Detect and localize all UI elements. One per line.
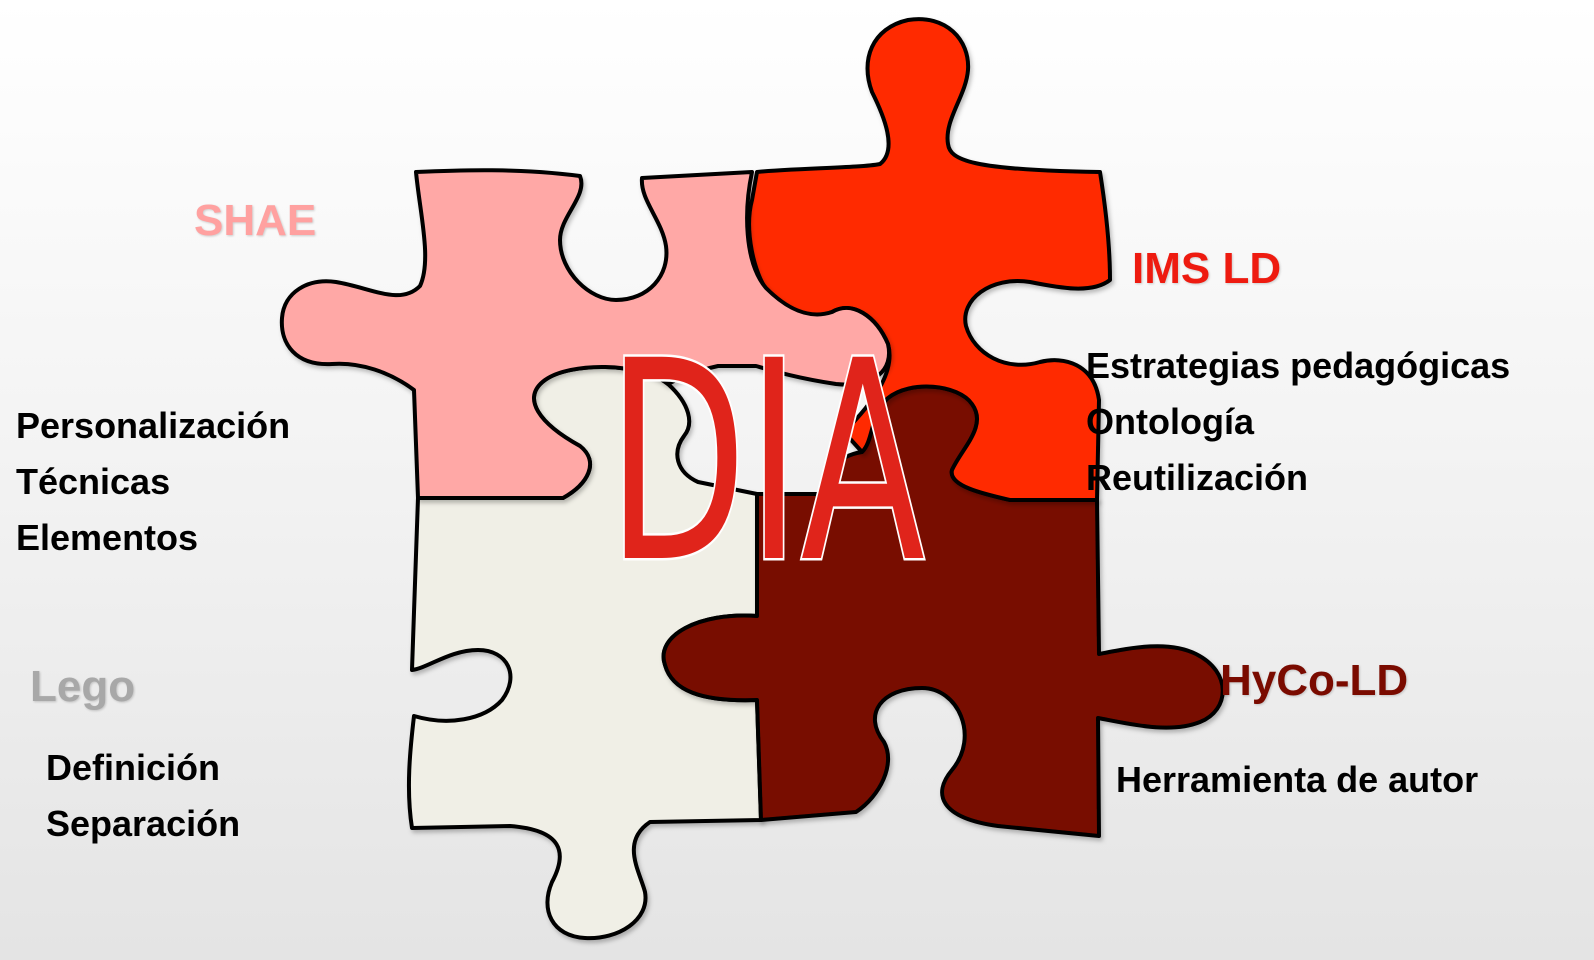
hyco-ld-title: HyCo-LD: [1220, 656, 1409, 705]
ims-ld-puzzle-piece: [747, 17, 1112, 502]
hyco-ld-item: Herramienta de autor: [1116, 759, 1479, 800]
lego-title: Lego: [30, 662, 136, 711]
ims-ld-title: IMS LD: [1132, 244, 1282, 293]
shae-item: Elementos: [16, 517, 199, 558]
shae-item: Personalización: [16, 405, 291, 446]
shae-title: SHAE: [194, 196, 317, 245]
ims-ld-item: Reutilización: [1086, 457, 1309, 498]
lego-item: Separación: [46, 803, 241, 844]
ims-ld-item: Ontología: [1086, 401, 1254, 442]
ims-ld-item: Estrategias pedagógicas: [1086, 345, 1511, 386]
shae-item: Técnicas: [16, 461, 171, 502]
lego-item: Definición: [46, 747, 221, 788]
hyco-ld-items: Herramienta de autor: [1116, 752, 1478, 808]
shae-puzzle-piece: [279, 168, 892, 500]
dia-center-word: DIA: [605, 322, 929, 582]
dia-center-text: DIA: [607, 322, 926, 582]
